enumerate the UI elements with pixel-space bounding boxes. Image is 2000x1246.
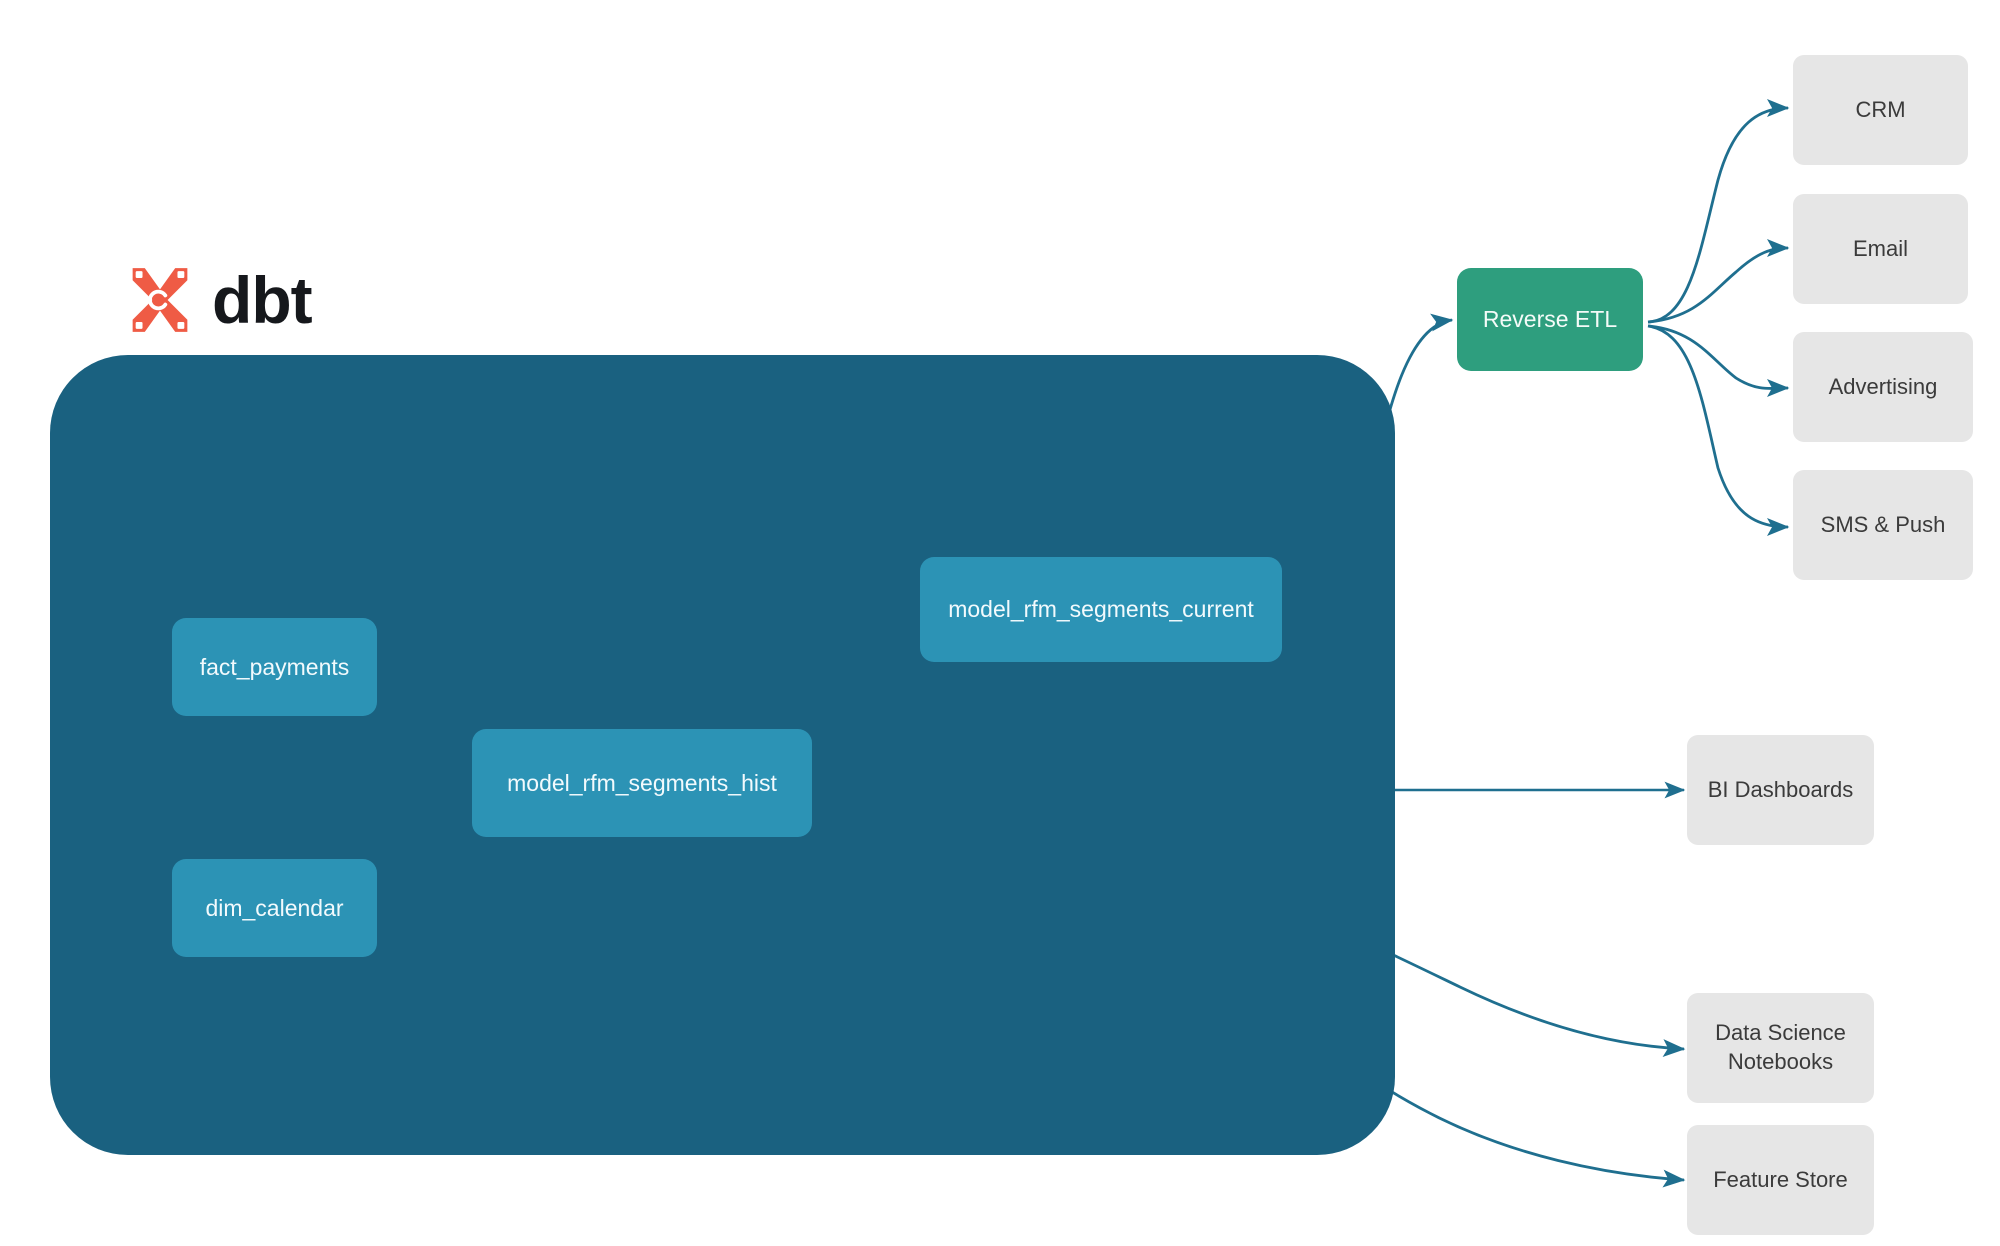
model-node-label: dim_calendar (205, 894, 344, 921)
model-node-label: fact_payments (199, 653, 350, 680)
destination-label-line1: Data Science (1715, 1020, 1846, 1046)
destination-label: SMS & Push (1820, 511, 1946, 537)
destination-node-feature-store[interactable]: Feature Store (1687, 1125, 1874, 1235)
model-node-dim-calendar[interactable]: dim_calendar (172, 859, 377, 957)
dbt-wordmark: dbt (212, 263, 313, 337)
dbt-logo: dbt (122, 262, 313, 338)
destination-label: CRM (1855, 96, 1906, 122)
model-node-rfm-segments-current[interactable]: model_rfm_segments_current (920, 557, 1282, 662)
reverse-etl-node[interactable]: Reverse ETL (1457, 268, 1643, 371)
model-node-label: model_rfm_segments_current (948, 596, 1254, 622)
edge-reverse-etl-to-advertising (1647, 324, 1790, 397)
model-node-label: model_rfm_segments_hist (507, 769, 777, 796)
destination-label: Email (1852, 235, 1908, 261)
destination-node-data-science-notebooks[interactable]: Data Science Notebooks (1687, 993, 1874, 1103)
destination-node-email[interactable]: Email (1793, 194, 1968, 304)
model-node-fact-payments[interactable]: fact_payments (172, 618, 377, 716)
edge-reverse-etl-to-crm (1647, 99, 1790, 324)
destination-label: BI Dashboards (1707, 776, 1854, 802)
edge-reverse-etl-to-sms-push (1647, 324, 1790, 536)
destination-label-line2: Notebooks (1727, 1049, 1834, 1074)
model-node-rfm-segments-hist[interactable]: model_rfm_segments_hist (472, 729, 812, 837)
destination-label: Feature Store (1713, 1166, 1848, 1192)
destination-node-sms-push[interactable]: SMS & Push (1793, 470, 1973, 580)
reverse-etl-label: Reverse ETL (1482, 306, 1618, 332)
destination-node-crm[interactable]: CRM (1793, 55, 1968, 165)
edge-reverse-etl-to-email (1647, 239, 1790, 324)
destination-node-bi-dashboards[interactable]: BI Dashboards (1687, 735, 1874, 845)
destination-label-wrapper: Data Science Notebooks (1715, 1019, 1846, 1076)
dbt-logo-mark (132, 268, 188, 332)
destination-label: Advertising (1828, 373, 1938, 399)
destination-node-advertising[interactable]: Advertising (1793, 332, 1973, 442)
